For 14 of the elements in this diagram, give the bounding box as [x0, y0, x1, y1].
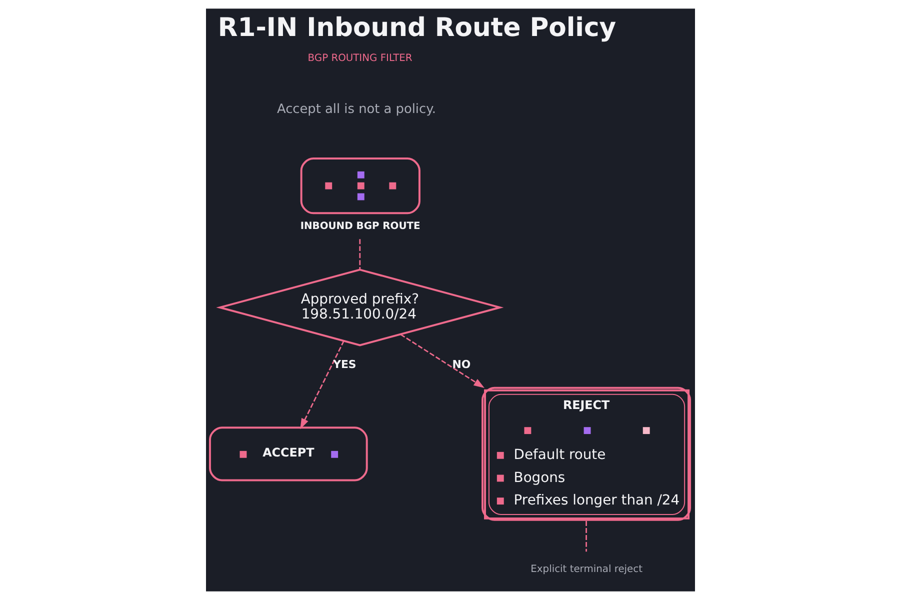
arrow [300, 340, 344, 430]
connector [585, 521, 586, 552]
label: BGP ROUTING FILTER [307, 53, 412, 64]
arrow [400, 334, 484, 388]
diagram-title: R1-IN Inbound Route Policy [217, 13, 616, 44]
node-diamond: Approved prefix? 198.51.100.0/24 [216, 268, 504, 346]
edge-label: NO [452, 358, 470, 371]
connector [358, 239, 360, 270]
edge-label: YES [332, 358, 356, 371]
node-text: Explicit terminal reject [530, 564, 642, 576]
node-label: INBOUND BGP ROUTE [300, 221, 420, 232]
node-box [300, 158, 420, 214]
node-box: ACCEPT [208, 426, 368, 482]
label: Accept all is not a policy. [276, 102, 436, 118]
